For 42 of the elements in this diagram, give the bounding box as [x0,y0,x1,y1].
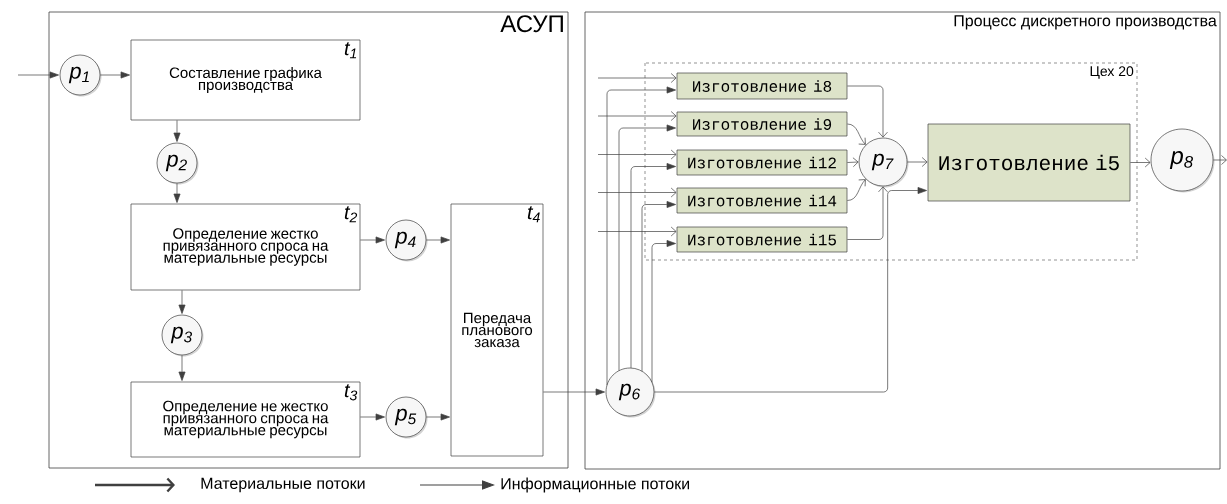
arrow [360,413,385,421]
arrow [100,71,130,79]
arrow [597,111,677,121]
arrow [907,157,928,167]
arrow [597,187,677,198]
arrow [847,179,866,201]
arrow [641,201,676,372]
arrow [847,85,888,138]
arrow [606,86,676,386]
arrow [173,183,181,203]
arrow [1130,157,1151,168]
operation-box: Изготовление i12 [676,149,848,176]
arrow [173,120,181,142]
legend-label: Материальные потоки [201,477,365,493]
arrow [178,355,186,381]
legend-label: Информационные потоки [501,477,689,493]
arrow [597,73,677,83]
operation-box: Изготовление i5 [927,123,1131,202]
process-box: Определение жестко привязанного спроса на материальные ресурсы t$_{2}$ [130,203,361,291]
arrow [630,163,676,369]
operation-box: Изготовление i9 [676,111,848,137]
arrow [178,290,186,314]
arrow [426,413,450,421]
operation-box: Изготовление i15 [676,226,848,253]
arrow [651,240,676,383]
arrow [1213,155,1227,165]
arrow [17,71,59,79]
process-box: Определение не жестко привязанного спроса на материальные ресурсы t$_{3}$ [130,381,361,458]
process-box: Передача планового заказа t$_{4}$ [450,203,544,457]
arrow [847,186,888,240]
arrow [426,236,450,244]
arrow [597,149,677,160]
operation-box: Изготовление i8 [676,72,848,100]
arrow [654,187,927,393]
arrow [597,226,677,237]
arrow [847,157,859,168]
operation-box: Изготовление i14 [676,187,848,214]
arrow [360,236,385,244]
arrow [543,388,605,396]
process-box: Составление графика производства t$_{1}$ [130,39,361,121]
arrow [618,124,676,372]
arrow [847,123,866,145]
